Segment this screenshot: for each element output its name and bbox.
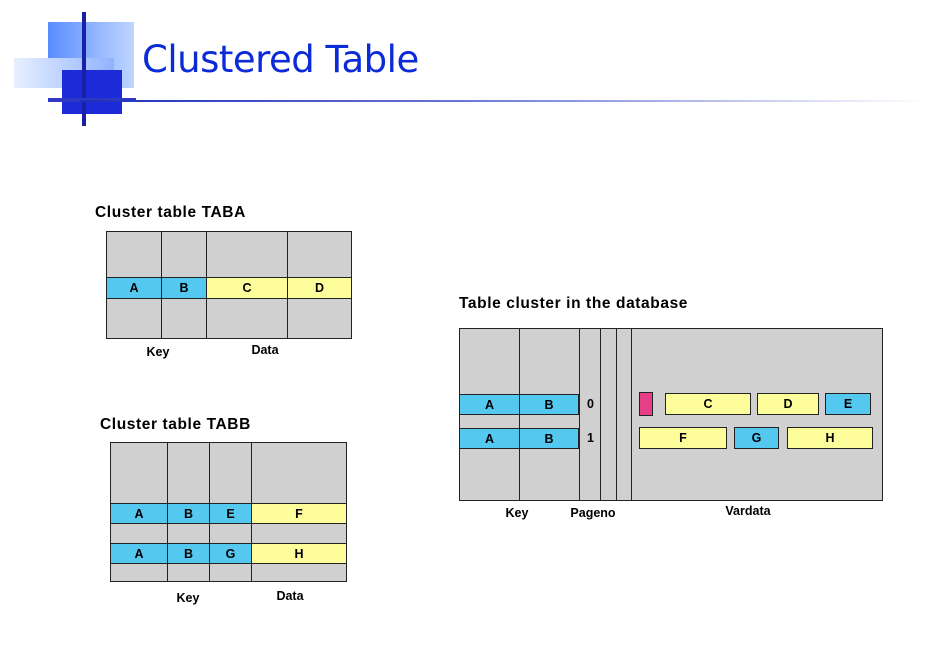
tabb-row2-key-g: G xyxy=(209,543,252,564)
taba-key-label: Key xyxy=(146,345,170,359)
tabb-row1-key-e: E xyxy=(209,503,252,524)
tabb-data-label: Data xyxy=(276,589,304,603)
cluster-row1-vardata-e: E xyxy=(825,393,871,415)
tabb-row2-key-b: B xyxy=(167,543,210,564)
cluster-row1-key-a: A xyxy=(459,394,520,415)
cluster-caption: Table cluster in the database xyxy=(459,295,689,312)
tabb-row1-data-f: F xyxy=(251,503,347,524)
tabb-row1-key-a: A xyxy=(110,503,168,524)
cluster-row2-pageno: 1 xyxy=(587,431,594,445)
cluster-row1-pageno: 0 xyxy=(587,397,594,411)
taba-caption: Cluster table TABA xyxy=(95,204,246,221)
taba-data-label: Data xyxy=(251,343,279,357)
tabb-caption: Cluster table TABB xyxy=(100,416,251,433)
taba-data-d: D xyxy=(287,277,352,299)
cluster-pageno-label: Pageno xyxy=(570,506,616,520)
cluster-row1-key-b: B xyxy=(519,394,579,415)
taba-key-b: B xyxy=(161,277,207,299)
slide-title: Clustered Table xyxy=(142,38,419,81)
cluster-row1-vardata-d: D xyxy=(757,393,819,415)
taba-key-a: A xyxy=(106,277,162,299)
cluster-row1-vardata-c: C xyxy=(665,393,751,415)
taba-data-c: C xyxy=(206,277,288,299)
cluster-row2-key-a: A xyxy=(459,428,520,449)
cluster-key-label: Key xyxy=(505,506,529,520)
title-underline xyxy=(80,100,927,102)
cluster-row2-vardata-g: G xyxy=(734,427,779,449)
tabb-row2-data-h: H xyxy=(251,543,347,564)
tabb-row1-key-b: B xyxy=(167,503,210,524)
tabb-key-label: Key xyxy=(176,591,200,605)
tabb-row2-key-a: A xyxy=(110,543,168,564)
cluster-vardata-label: Vardata xyxy=(725,504,771,518)
cluster-row2-vardata-f: F xyxy=(639,427,727,449)
cluster-row2-key-b: B xyxy=(519,428,579,449)
cluster-row1-marker xyxy=(639,392,653,416)
cluster-row2-vardata-h: H xyxy=(787,427,873,449)
